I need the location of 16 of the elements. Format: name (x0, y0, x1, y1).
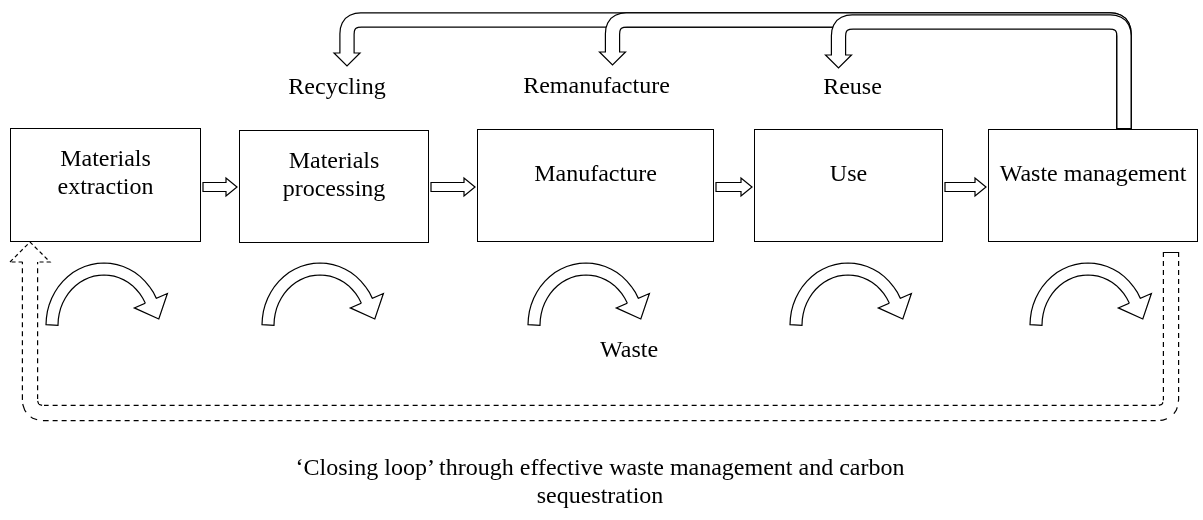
process-box: Use (754, 129, 943, 242)
flow-label: Recycling (282, 66, 392, 106)
caption: ‘Closing loop’ through effective waste management and carbon sequestration (294, 454, 906, 510)
process-box: Materials extraction (10, 128, 201, 242)
hollow-arrow (944, 176, 987, 198)
hollow-arrow (430, 176, 476, 198)
process-box: Materials processing (239, 130, 429, 243)
process-box: Manufacture (477, 129, 714, 242)
dashed-hollow-arrow (9, 241, 1180, 422)
waste-label: Waste (600, 337, 659, 361)
hollow-arrow (202, 176, 238, 198)
hollow-arrow (824, 14, 1132, 129)
hollow-arrow (715, 176, 753, 198)
flow-label: Remanufacture (503, 65, 690, 105)
flow-label: Reuse (810, 68, 895, 104)
process-box: Waste management (988, 129, 1198, 242)
